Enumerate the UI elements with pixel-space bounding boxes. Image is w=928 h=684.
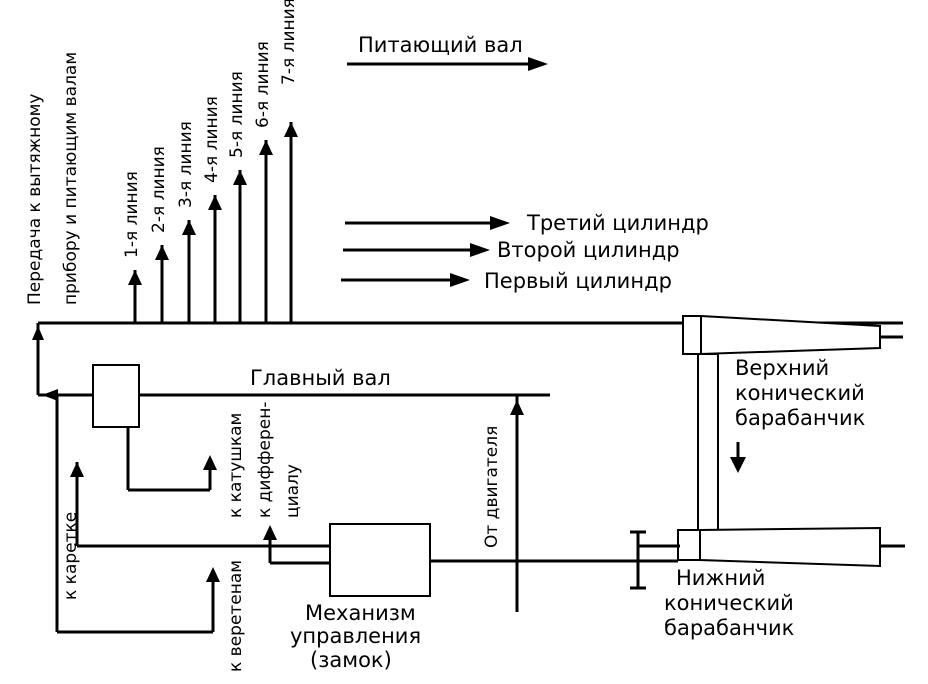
mechanism-label-2: управления bbox=[290, 624, 421, 648]
belt bbox=[697, 353, 719, 545]
main-shaft-box bbox=[92, 364, 140, 428]
line-5-label: 5-я линия bbox=[227, 71, 247, 158]
mechanism-label-1: Механизм bbox=[305, 601, 416, 625]
lower-cone-label-2: конический bbox=[664, 591, 794, 615]
to-differential-label-1: к дифферен- bbox=[255, 401, 275, 518]
line-6-label: 6-я линия bbox=[253, 41, 273, 128]
from-motor-label: От двигателя bbox=[482, 426, 502, 548]
to-spindles-label: к веретенам bbox=[226, 560, 246, 672]
mechanism-label-3: (замок) bbox=[310, 648, 392, 672]
lower-cone-label-3: барабанчик bbox=[664, 616, 794, 640]
third-cylinder-label: Третий цилиндр bbox=[526, 211, 709, 235]
transfer-label-2: прибору и питающим валам bbox=[61, 52, 81, 305]
control-mechanism-box bbox=[329, 523, 431, 597]
lower-cone-drum bbox=[677, 526, 905, 568]
to-differential-label-2: циалу bbox=[283, 464, 303, 518]
feed-shaft-label: Питающий вал bbox=[358, 33, 523, 57]
upper-cone-label-2: конический bbox=[735, 381, 865, 405]
transfer-label-1: Передача к вытяжному bbox=[25, 94, 45, 306]
line-2-label: 2-я линия bbox=[149, 146, 169, 233]
transfer-arrow bbox=[32, 326, 44, 340]
line-branches bbox=[128, 122, 298, 323]
second-cylinder-label: Второй цилиндр bbox=[497, 238, 680, 262]
feed-shaft-arrow bbox=[528, 57, 548, 71]
belt-arrow bbox=[730, 457, 746, 473]
lower-cone-label-1: Нижний bbox=[676, 566, 765, 590]
to-bobbins-label: к катушкам bbox=[226, 413, 246, 518]
main-shaft-label: Главный вал bbox=[250, 366, 391, 390]
upper-cone-label-1: Верхний bbox=[735, 356, 829, 380]
line-4-label: 4-я линия bbox=[202, 96, 222, 183]
left-arrow bbox=[42, 389, 58, 401]
upper-cone-drum bbox=[682, 314, 903, 356]
line-7-label: 7-я линия bbox=[279, 0, 299, 85]
line-3-label: 3-я линия bbox=[176, 121, 196, 208]
to-carriage-label: к каретке bbox=[61, 512, 81, 600]
first-cylinder-label: Первый цилиндр bbox=[484, 269, 672, 293]
upper-cone-label-3: барабанчик bbox=[735, 406, 865, 430]
line-1-label: 1-я линия bbox=[122, 171, 142, 258]
